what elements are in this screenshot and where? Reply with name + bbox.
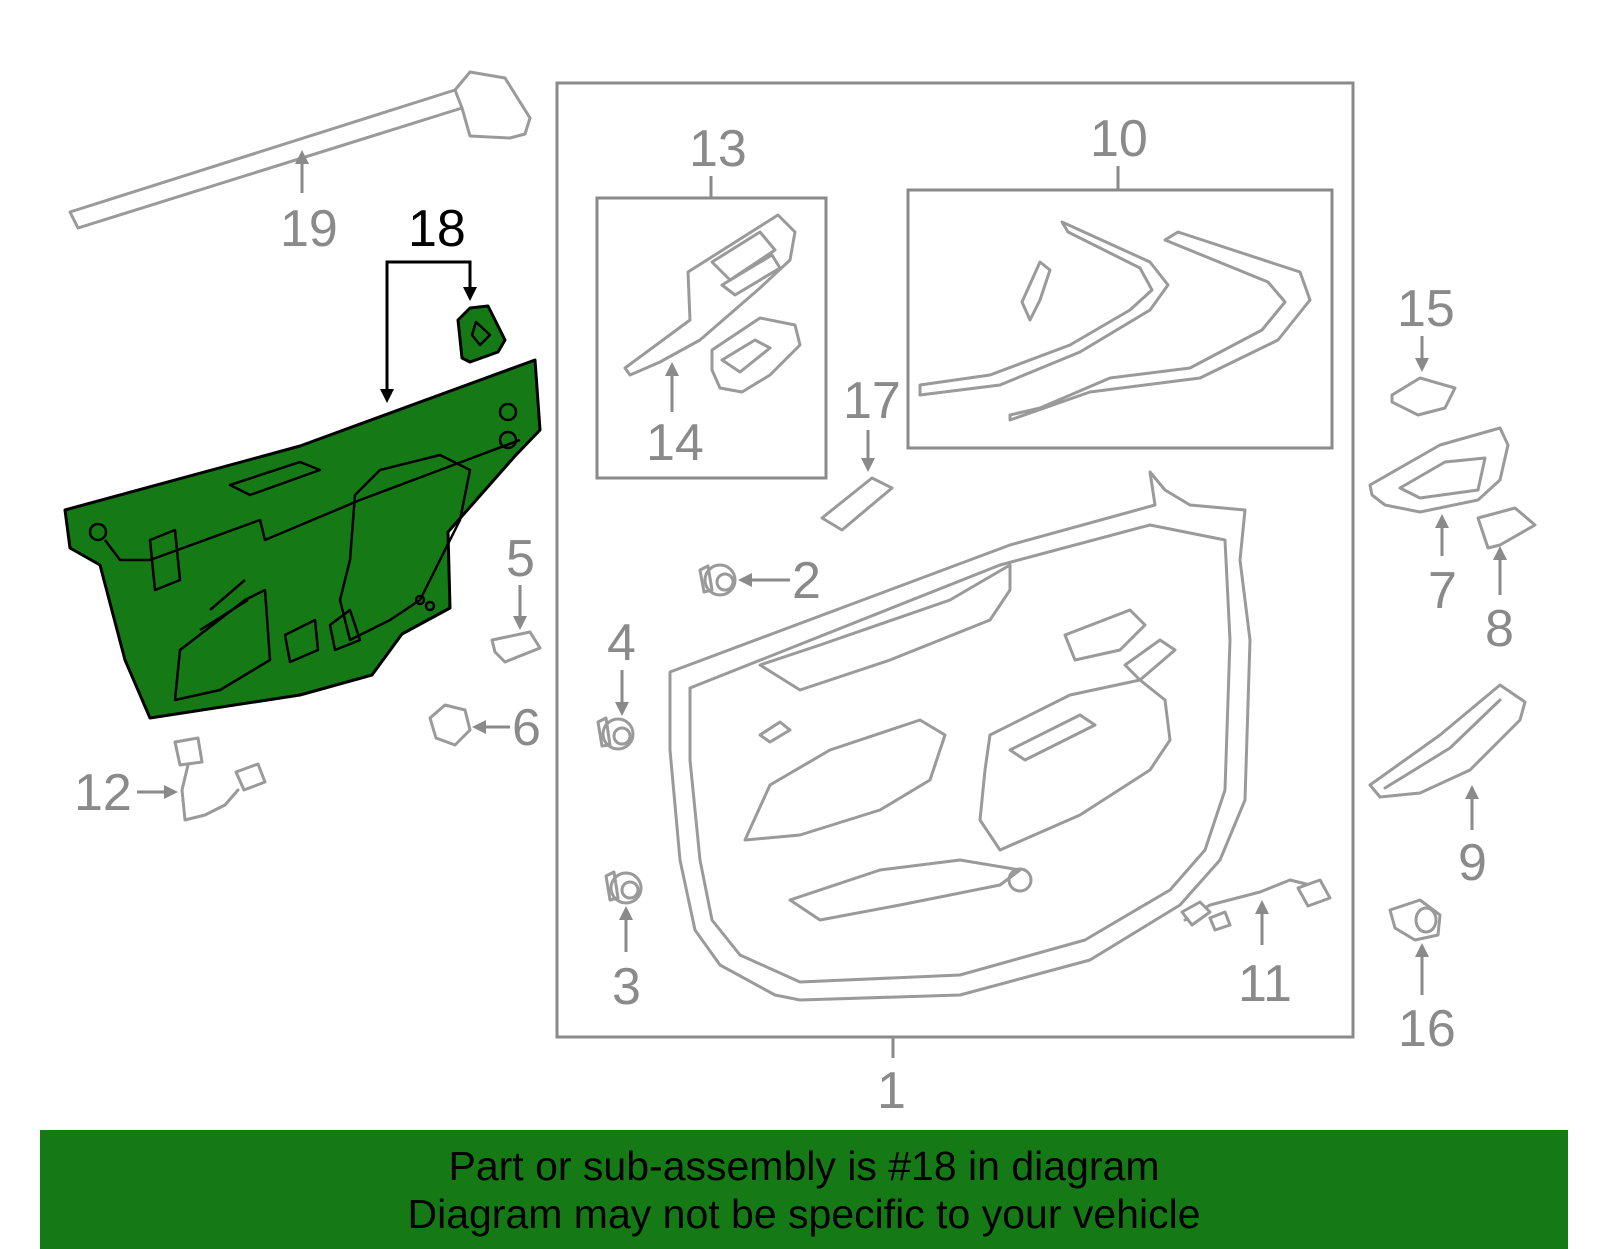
wire-harness-12 bbox=[173, 736, 267, 822]
clip-4 bbox=[596, 716, 635, 751]
callout-12[interactable]: 12 bbox=[74, 764, 132, 822]
banner-line-2: Diagram may not be specific to your vehi… bbox=[407, 1190, 1201, 1237]
pad-15 bbox=[1390, 376, 1457, 417]
callout-19[interactable]: 19 bbox=[280, 200, 338, 258]
callout-10[interactable]: 10 bbox=[1090, 110, 1148, 168]
callout-3[interactable]: 3 bbox=[612, 958, 641, 1016]
door-trim-panel-frame bbox=[555, 81, 1355, 1039]
callout-5[interactable]: 5 bbox=[506, 530, 535, 588]
callout-8[interactable]: 8 bbox=[1485, 600, 1514, 658]
callout-11[interactable]: 11 bbox=[1238, 955, 1292, 1013]
callout-6[interactable]: 6 bbox=[512, 699, 541, 757]
info-banner: Part or sub-assembly is #18 in diagram D… bbox=[40, 1130, 1568, 1249]
callout-4[interactable]: 4 bbox=[607, 614, 636, 672]
trim-strip-inner bbox=[918, 220, 1170, 397]
pull-handle-9 bbox=[1368, 683, 1527, 799]
callout-18[interactable]: 18 bbox=[408, 200, 466, 258]
callout-17[interactable]: 17 bbox=[843, 372, 901, 430]
banner-line-1: Part or sub-assembly is #18 in diagram bbox=[448, 1142, 1160, 1189]
belt-molding-19 bbox=[68, 70, 532, 230]
door-trim-panel bbox=[668, 470, 1252, 1002]
callout-1[interactable]: 1 bbox=[877, 1062, 906, 1120]
callout-16[interactable]: 16 bbox=[1398, 1000, 1456, 1058]
callout-14[interactable]: 14 bbox=[646, 414, 704, 472]
trim-strip-outer bbox=[1008, 230, 1312, 422]
callout-2[interactable]: 2 bbox=[792, 552, 821, 610]
nut-6 bbox=[428, 703, 472, 747]
retainer-5 bbox=[490, 630, 542, 664]
callout-13[interactable]: 13 bbox=[689, 120, 747, 178]
callout-15[interactable]: 15 bbox=[1397, 280, 1455, 338]
callout-9[interactable]: 9 bbox=[1458, 834, 1487, 892]
wire-harness-11 bbox=[1180, 878, 1332, 932]
clip-3 bbox=[604, 870, 643, 905]
carrier-plug-18 bbox=[456, 304, 507, 364]
trim-strip-box bbox=[906, 188, 1334, 450]
armrest-pad-17 bbox=[820, 476, 894, 532]
cover-8 bbox=[1476, 506, 1537, 550]
door-carrier-18 bbox=[63, 358, 542, 720]
switch-bezel-7 bbox=[1368, 426, 1510, 514]
window-switch bbox=[710, 316, 802, 394]
window-switch-bezel bbox=[623, 213, 797, 377]
fastener-16 bbox=[1388, 898, 1442, 942]
callout-7[interactable]: 7 bbox=[1428, 562, 1457, 620]
callout-18-bracket bbox=[385, 260, 472, 393]
clip-2 bbox=[698, 563, 737, 597]
